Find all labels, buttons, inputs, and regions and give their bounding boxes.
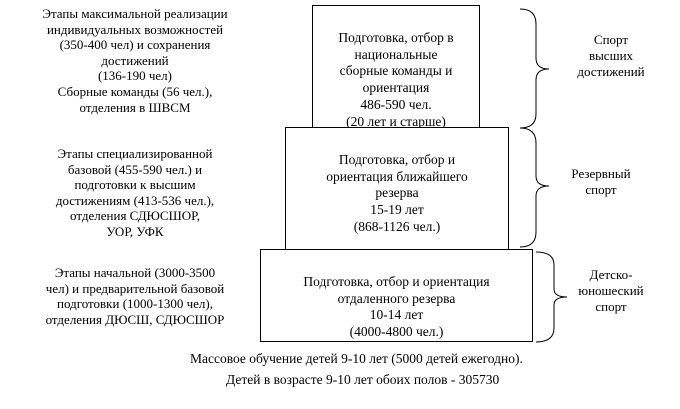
level-3-category-label: Детско- юношеский спорт [578, 267, 644, 315]
footer-mass-training: Массовое обучение детей 9-10 лет (5000 д… [190, 351, 523, 366]
level-2-left-note: Этапы специализированной базовой (455-59… [55, 146, 215, 239]
pyramid-level-3-box: Подготовка, отбор и ориентация отдаленно… [260, 249, 533, 342]
pyramid-level-3-text: Подготовка, отбор и ориентация отдаленно… [303, 273, 490, 340]
level-3-left-note: Этапы начальной (3000-3500 чел) и предва… [45, 265, 225, 327]
pyramid-level-2-text: Подготовка, отбор и ориентация ближайшег… [326, 151, 468, 234]
pyramid-level-2-box: Подготовка, отбор и ориентация ближайшег… [285, 127, 509, 250]
bracket-level-3 [535, 251, 568, 343]
bracket-level-2 [519, 127, 550, 248]
footer-children-count: Детей в возрасте 9-10 лет обоих полов - … [226, 372, 500, 387]
bracket-level-1 [519, 8, 550, 129]
pyramid-level-1-text: Подготовка, отбор в национальные сборные… [338, 29, 454, 129]
level-2-category-label: Резервный спорт [571, 166, 631, 198]
pyramid-level-1-box: Подготовка, отбор в национальные сборные… [312, 5, 480, 129]
level-1-left-note: Этапы максимальной реализации индивидуал… [42, 6, 228, 115]
level-1-category-label: Спорт высших достижений [577, 32, 645, 80]
